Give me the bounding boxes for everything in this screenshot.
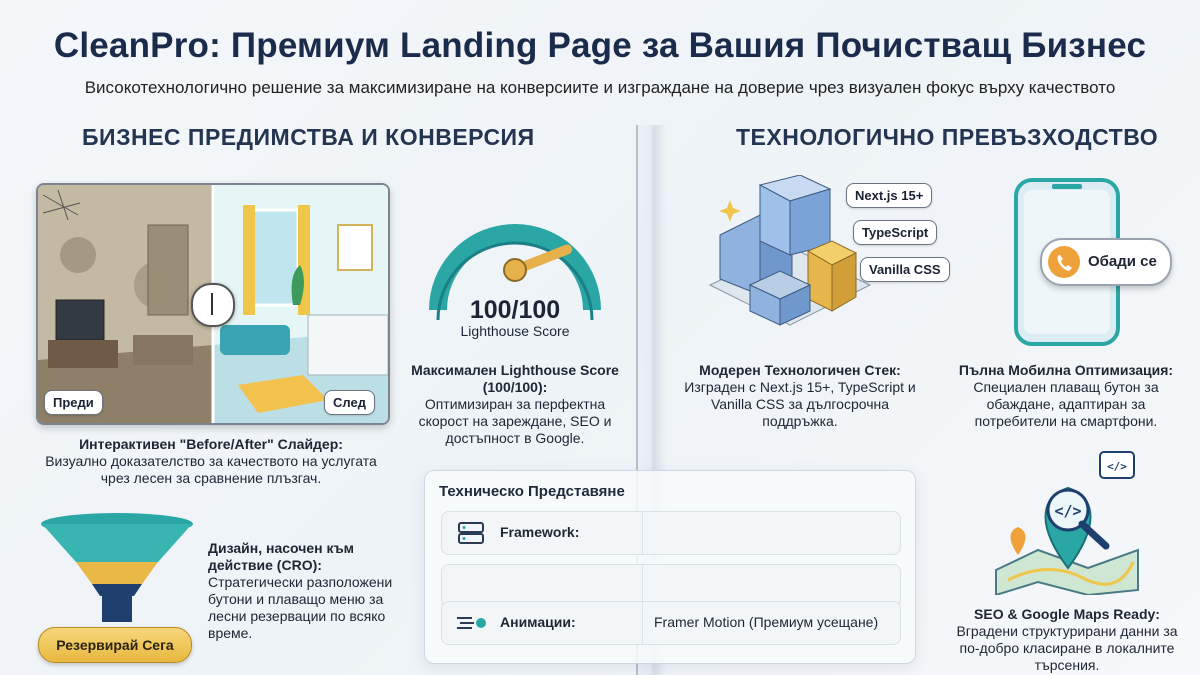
tech-row-label: Framework: (500, 524, 580, 540)
server-icon (458, 522, 484, 544)
mobile-caption-title: Пълна Мобилна Оптимизация: (958, 362, 1174, 378)
tech-row-animations: Анимации: Framer Motion (Премиум усещане… (441, 601, 901, 645)
gauge-caption-title: Максимален Lighthouse Score (100/100): (411, 362, 619, 395)
page-title: CleanPro: Премиум Landing Page за Вашия … (53, 26, 1147, 65)
seo-map-icon: </> </> (995, 451, 1139, 595)
tech-row-framework: Framework: (441, 511, 901, 555)
left-section-title: БИЗНЕС ПРЕДИМСТВА И КОНВЕРСИЯ (82, 124, 535, 150)
slider-handle-grip-icon (211, 293, 213, 315)
stack-caption-text: Изграден с Next.js 15+, TypeScript и Van… (684, 379, 916, 429)
tech-stack-buildings-icon (708, 175, 872, 326)
lighthouse-score-value: 100/100 (469, 296, 561, 324)
after-label: След (324, 390, 375, 415)
call-button-label: Обади се (1088, 253, 1157, 270)
phone-icon (1048, 246, 1080, 278)
right-section-title: ТЕХНОЛОГИЧНО ПРЕВЪЗХОДСТВО (736, 124, 1159, 150)
svg-text:</>: </> (1107, 460, 1127, 473)
stack-tag-vanilla-css: Vanilla CSS (860, 257, 950, 282)
tech-row-label: Анимации: (500, 614, 576, 630)
tech-panel: Техническо Представяне Framework: Анимац… (424, 470, 916, 664)
cro-caption-text: Стратегически разположени бутони и плава… (208, 574, 393, 641)
mobile-caption: Пълна Мобилна Оптимизация: Специален пла… (948, 362, 1184, 430)
lighthouse-score-label: Lighthouse Score (460, 323, 570, 339)
tech-row-value: Framer Motion (Премиум усещане) (654, 614, 879, 630)
motion-icon (457, 617, 486, 629)
stack-tag-nextjs: Next.js 15+ (846, 183, 933, 208)
cro-caption: Дизайн, насочен към действие (CRO): Стра… (208, 540, 408, 642)
gauge-caption-text: Оптимизиран за перфектна скорост на заре… (418, 396, 612, 446)
before-after-illustration (38, 185, 388, 423)
funnel-icon (41, 513, 193, 622)
slider-caption: Интерактивен "Before/After" Слайдер: Виз… (30, 436, 392, 487)
tech-panel-title: Техническо Представяне (439, 483, 625, 500)
before-after-slider[interactable]: Преди След (36, 183, 390, 425)
slider-caption-text: Визуално доказателство за качеството на … (45, 453, 377, 486)
cro-caption-title: Дизайн, насочен към действие (CRO): (208, 540, 355, 573)
seo-caption: SEO & Google Maps Ready: Вградени структ… (952, 606, 1182, 674)
speed-gauge-icon (429, 224, 601, 321)
svg-text:</>: </> (1054, 502, 1081, 520)
page-subtitle: Високотехнологично решение за максимизир… (84, 78, 1116, 97)
slider-handle[interactable] (191, 283, 235, 327)
seo-caption-title: SEO & Google Maps Ready: (974, 606, 1160, 622)
stack-caption: Модерен Технологичен Стек: Изграден с Ne… (684, 362, 916, 430)
book-now-button[interactable]: Резервирай Сега (38, 627, 192, 663)
stack-tag-typescript: TypeScript (853, 220, 938, 245)
stack-caption-title: Модерен Технологичен Стек: (699, 362, 901, 378)
call-button[interactable]: Обади се (1040, 238, 1172, 286)
gauge-caption: Максимален Lighthouse Score (100/100): О… (408, 362, 622, 447)
mobile-caption-text: Специален плаващ бутон за обаждане, адап… (973, 379, 1159, 429)
before-label: Преди (44, 390, 103, 415)
slider-caption-title: Интерактивен "Before/After" Слайдер: (79, 436, 343, 452)
tech-row-empty (441, 564, 901, 608)
seo-caption-text: Вградени структурирани данни за по-добро… (956, 623, 1178, 673)
